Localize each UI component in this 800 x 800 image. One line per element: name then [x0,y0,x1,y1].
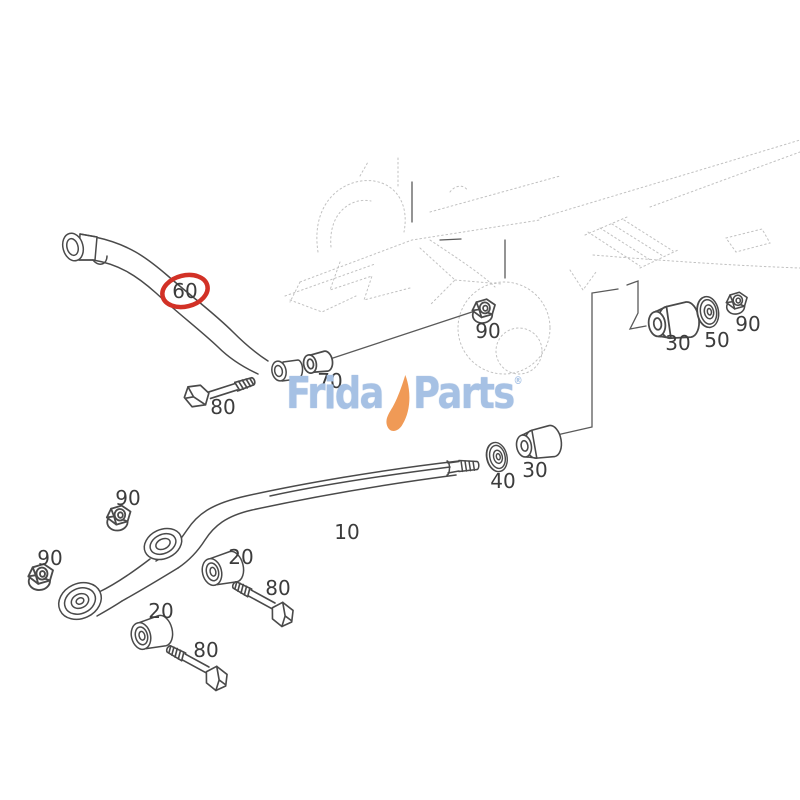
chassis-frame-ghost [284,139,800,375]
strut-rod-60 [61,232,304,382]
highlight-circle-60 [160,272,210,310]
part-label-20-upper: 20 [228,545,254,569]
part-label-80-bottom: 80 [193,638,219,662]
part-label-90-right: 90 [735,312,761,336]
torque-arm-10 [57,459,480,621]
part-label-40: 40 [490,469,516,493]
part-label-10: 10 [334,520,360,544]
part-label-80-top: 80 [210,395,236,419]
logo-text-parts: Parts [413,368,515,419]
logo-text-frida: Frida [286,368,384,419]
part-label-30-middle: 30 [522,458,548,482]
part-label-60: 60 [172,279,198,303]
part-label-20-lower: 20 [148,599,174,623]
part-label-70: 70 [317,369,343,393]
part-label-30-right: 30 [665,331,691,355]
leader-lines [332,181,647,438]
part-label-50: 50 [704,328,730,352]
logo-registered-mark: ® [513,374,523,387]
fridayparts-watermark: Frida Parts ® [286,372,568,436]
part-label-80-middle: 80 [265,576,291,600]
part-label-90-lower-left: 90 [37,546,63,570]
logo-y-swoosh-icon [386,375,410,431]
part-label-90-upper-left: 90 [115,486,141,510]
part-label-90-center: 90 [475,319,501,343]
